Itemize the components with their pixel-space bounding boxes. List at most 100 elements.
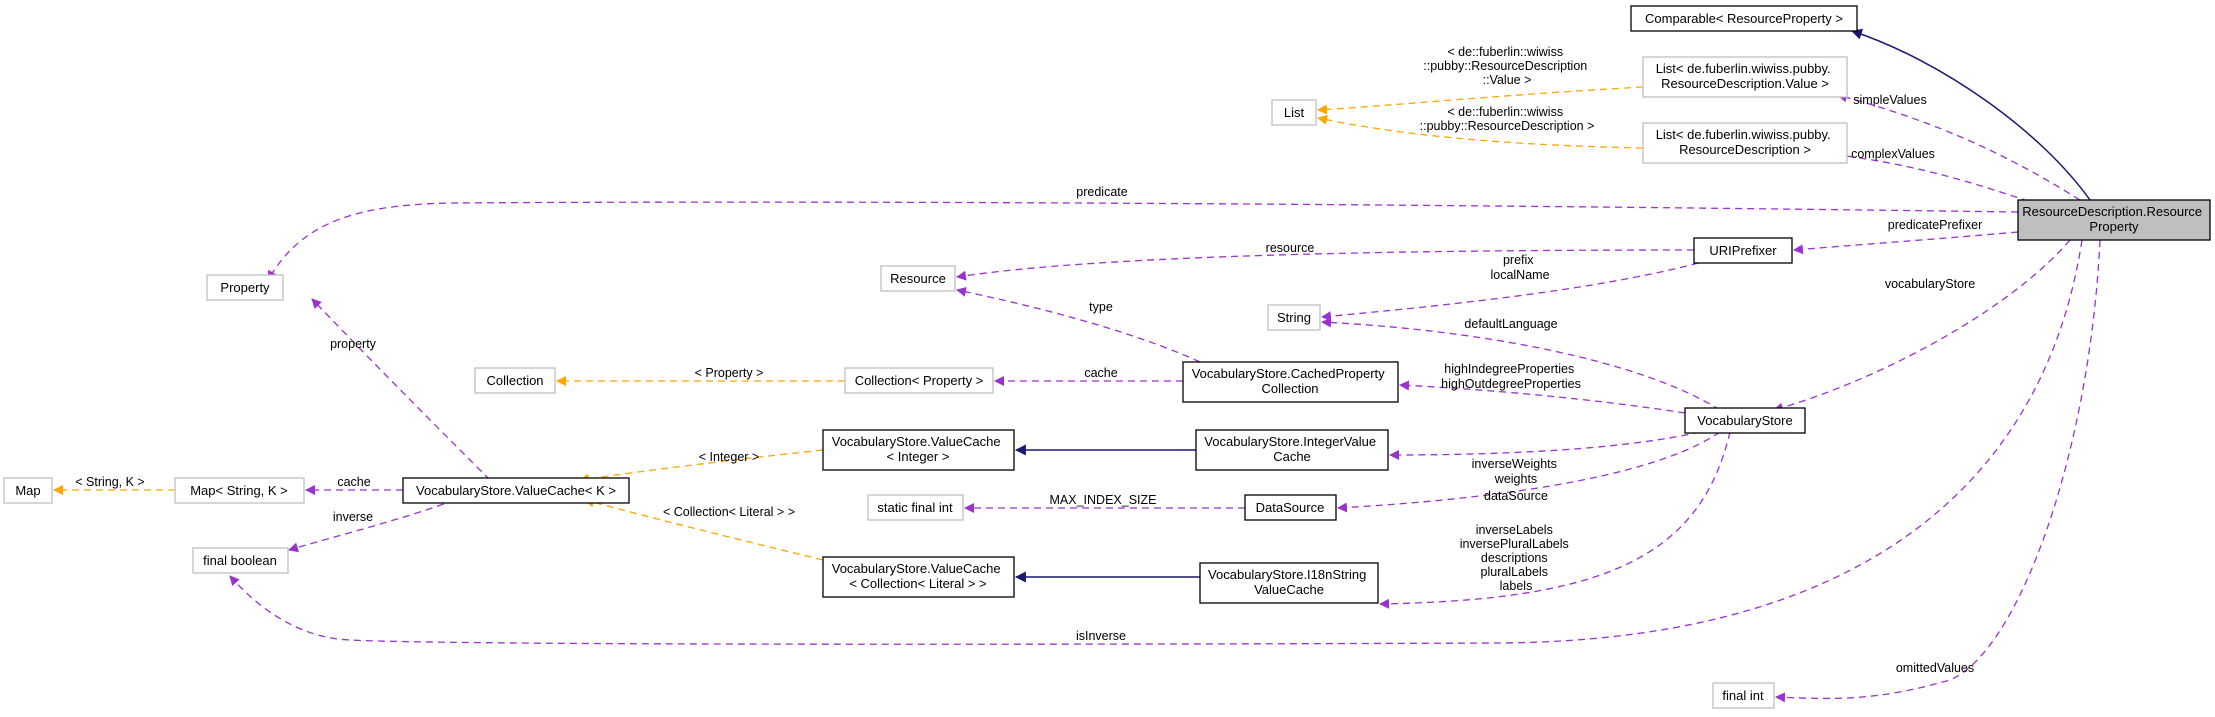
- node-resource[interactable]: Resource: [880, 265, 956, 292]
- edge-predicate-prefixer: [1793, 231, 2019, 255]
- label-is-inverse: isInverse: [1076, 629, 1126, 643]
- label-max-index-size: MAX_INDEX_SIZE: [1050, 493, 1157, 507]
- node-string[interactable]: String: [1267, 304, 1321, 331]
- node-cached-property-collection[interactable]: VocabularyStore.CachedProperty Collectio…: [1182, 361, 1399, 403]
- node-list-label: List: [1284, 105, 1305, 120]
- label-default-language: defaultLanguage: [1464, 317, 1557, 331]
- node-comparable[interactable]: Comparable< ResourceProperty >: [1630, 5, 1858, 32]
- edge-collection-literal-tmpl: [584, 497, 824, 561]
- label-labels: inverseLabels inversePluralLabels descri…: [1460, 523, 1573, 593]
- edge-vocabulary-store: [1773, 239, 2071, 413]
- label-map-tmpl: < String, K >: [75, 475, 144, 489]
- node-final-boolean[interactable]: final boolean: [192, 547, 289, 574]
- node-map-label: Map: [15, 483, 40, 498]
- node-cached-property-collection-label: VocabularyStore.CachedProperty Collectio…: [1192, 366, 1389, 396]
- label-list-rd-tmpl: < de::fuberlin::wiwiss ::pubby::Resource…: [1420, 105, 1595, 133]
- edge-labels: [1379, 431, 1731, 609]
- edges: [53, 28, 2101, 703]
- edge-list-value-tmpl: [1317, 86, 1644, 115]
- node-list-value[interactable]: List< de.fuberlin.wiwiss.pubby. Resource…: [1642, 56, 1848, 98]
- label-property: property: [330, 337, 377, 351]
- node-final-int-label: final int: [1722, 688, 1764, 703]
- edge-inverse: [288, 499, 456, 553]
- label-collection-tmpl: < Property >: [695, 366, 764, 380]
- edge-complex-values: [1837, 151, 2041, 206]
- edge-resource: [956, 249, 1695, 281]
- node-vocabulary-store[interactable]: VocabularyStore: [1684, 407, 1806, 434]
- label-simple-values: simpleValues: [1853, 93, 1926, 107]
- label-in-out-degree: highIndegreeProperties highOutdegreeProp…: [1441, 362, 1581, 391]
- edge-property: [311, 298, 491, 481]
- edge-default-language: [1321, 317, 1721, 411]
- edge-type: [956, 286, 1201, 363]
- node-value-cache-k[interactable]: VocabularyStore.ValueCache< K >: [402, 477, 630, 504]
- edge-omitted-values: [1775, 239, 2101, 703]
- edge-labels: < de::fuberlin::wiwiss ::pubby::Resource…: [75, 45, 1982, 675]
- label-cache-cpc: cache: [1084, 366, 1117, 380]
- node-uriprefixer-label: URIPrefixer: [1709, 243, 1777, 258]
- node-collection-property[interactable]: Collection< Property >: [844, 367, 994, 394]
- node-value-cache-collection-label: VocabularyStore.ValueCache < Collection<…: [832, 561, 1005, 591]
- node-collection-property-label: Collection< Property >: [855, 373, 984, 388]
- edge-prefix-localname: [1321, 259, 1711, 322]
- node-i18n-string-value-cache[interactable]: VocabularyStore.I18nString ValueCache: [1199, 562, 1379, 604]
- edge-inherit-comparable: [1850, 28, 2091, 201]
- label-resource: resource: [1266, 241, 1315, 255]
- node-integer-value-cache-label: VocabularyStore.IntegerValue Cache: [1204, 434, 1379, 464]
- edge-data-source: [1337, 431, 1721, 513]
- edge-integer-tmpl: [579, 449, 824, 484]
- label-predicate: predicate: [1076, 185, 1127, 199]
- label-cache-map: cache: [337, 475, 370, 489]
- node-property[interactable]: Property: [206, 274, 284, 301]
- label-integer-tmpl: < Integer >: [699, 450, 759, 464]
- node-list-rd[interactable]: List< de.fuberlin.wiwiss.pubby. Resource…: [1642, 122, 1848, 164]
- label-inverse: inverse: [333, 510, 373, 524]
- label-collection-literal-tmpl: < Collection< Literal > >: [663, 505, 795, 519]
- edge-is-inverse: [229, 239, 2083, 645]
- node-static-final-int-label: static final int: [877, 500, 953, 515]
- node-uriprefixer[interactable]: URIPrefixer: [1693, 237, 1793, 264]
- edge-in-out-degree: [1399, 380, 1686, 414]
- label-omitted-values: omittedValues: [1896, 661, 1974, 675]
- edge-list-rd-tmpl: [1317, 114, 1644, 149]
- node-value-cache-collection[interactable]: VocabularyStore.ValueCache < Collection<…: [822, 556, 1015, 598]
- label-vocabulary-store: vocabularyStore: [1885, 277, 1975, 291]
- node-vocabulary-store-label: VocabularyStore: [1697, 413, 1792, 428]
- edge-weights: [1389, 431, 1701, 460]
- node-value-cache-k-label: VocabularyStore.ValueCache< K >: [416, 483, 616, 498]
- node-comparable-label: Comparable< ResourceProperty >: [1645, 11, 1843, 26]
- node-data-source-label: DataSource: [1256, 500, 1325, 515]
- node-final-boolean-label: final boolean: [203, 553, 277, 568]
- node-data-source[interactable]: DataSource: [1244, 494, 1337, 521]
- node-resource-label: Resource: [890, 271, 946, 286]
- node-static-final-int[interactable]: static final int: [867, 494, 964, 521]
- node-map-string-k[interactable]: Map< String, K >: [174, 477, 305, 504]
- node-property-label: Property: [220, 280, 270, 295]
- label-type: type: [1089, 300, 1113, 314]
- node-list-rd-label: List< de.fuberlin.wiwiss.pubby. Resource…: [1656, 127, 1835, 157]
- node-value-cache-integer-label: VocabularyStore.ValueCache < Integer >: [832, 434, 1005, 464]
- edge-simple-values: [1837, 92, 2081, 201]
- node-list-value-label: List< de.fuberlin.wiwiss.pubby. Resource…: [1656, 61, 1835, 91]
- label-weights: inverseWeights weights: [1472, 457, 1561, 486]
- label-predicate-prefixer: predicatePrefixer: [1888, 218, 1983, 232]
- node-list[interactable]: List: [1271, 99, 1317, 126]
- node-value-cache-integer[interactable]: VocabularyStore.ValueCache < Integer >: [822, 429, 1015, 471]
- label-data-source: dataSource: [1484, 489, 1548, 503]
- label-complex-values: complexValues: [1851, 147, 1935, 161]
- label-prefix-localname: prefix localName: [1490, 253, 1549, 282]
- node-integer-value-cache[interactable]: VocabularyStore.IntegerValue Cache: [1195, 429, 1389, 471]
- node-map[interactable]: Map: [3, 477, 53, 504]
- node-i18n-string-value-cache-label: VocabularyStore.I18nString ValueCache: [1208, 567, 1370, 597]
- node-final-int[interactable]: final int: [1712, 682, 1775, 709]
- label-list-value-tmpl: < de::fuberlin::wiwiss ::pubby::Resource…: [1423, 45, 1590, 87]
- node-resource-property-label: ResourceDescription.Resource Property: [2022, 204, 2206, 234]
- node-string-label: String: [1277, 310, 1311, 325]
- nodes: Comparable< ResourceProperty > ResourceD…: [3, 5, 2211, 709]
- node-resource-property[interactable]: ResourceDescription.Resource Property: [2017, 199, 2211, 241]
- node-collection-label: Collection: [486, 373, 543, 388]
- node-collection[interactable]: Collection: [474, 367, 556, 394]
- edge-predicate: [267, 201, 2019, 281]
- node-map-string-k-label: Map< String, K >: [190, 483, 288, 498]
